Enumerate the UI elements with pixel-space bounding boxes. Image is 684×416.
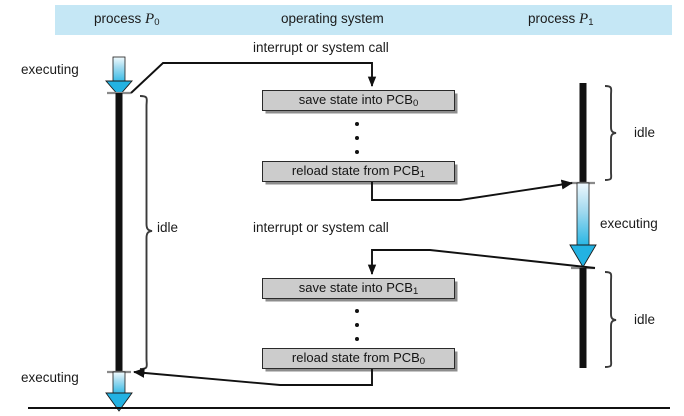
label-executing-p0-top: executing (21, 62, 79, 77)
connector-reload-pcb0-to-p0 (133, 367, 373, 386)
note-interrupt-or-system-call-1: interrupt or system call (253, 40, 389, 55)
p0-idle-brace (139, 95, 153, 370)
os-box-reload-state-pcb0: reload state from PCB0 (262, 348, 455, 369)
p0-executing-arrow-top (105, 56, 133, 97)
p1-timeline (569, 83, 617, 368)
os-box-label: save state into PCB0 (298, 92, 419, 109)
connector-reload-pcb1-to-p1 (371, 179, 573, 201)
label-idle-p1-second: idle (634, 312, 656, 327)
os-box-save-state-pcb1: save state into PCB1 (262, 278, 455, 299)
dot (355, 136, 359, 140)
label-idle-p0: idle (157, 220, 179, 235)
header-process-p1: process P1 (528, 11, 594, 28)
header-operating-system: operating system (281, 11, 384, 26)
connector-p0-to-save-pcb0 (130, 62, 377, 94)
dot (355, 309, 359, 313)
dot (355, 122, 359, 126)
note-interrupt-or-system-call-2: interrupt or system call (253, 220, 389, 235)
label-idle-p1-first: idle (634, 125, 656, 140)
label-executing-p0-bottom: executing (21, 370, 79, 385)
p0-timeline (105, 56, 153, 412)
os-box-save-state-pcb0: save state into PCB0 (262, 90, 455, 111)
p1-executing-arrow (569, 182, 597, 268)
p1-idle-bar-first (579, 83, 587, 183)
os-box-label: reload state from PCB0 (291, 350, 426, 367)
p0-idle-bar (115, 93, 123, 372)
connector-p1-to-save-pcb1 (367, 249, 596, 276)
dot (355, 323, 359, 327)
os-box-label: reload state from PCB1 (291, 163, 426, 180)
os-box-label: save state into PCB1 (298, 280, 419, 297)
header-process-p0: process P0 (94, 11, 160, 28)
dot (355, 150, 359, 154)
vertical-ellipsis-2 (352, 309, 362, 341)
label-executing-p1: executing (600, 216, 658, 231)
p1-idle-brace-first (604, 85, 617, 181)
vertical-ellipsis-1 (352, 122, 362, 154)
p1-idle-bar-second (579, 268, 587, 368)
p0-executing-arrow-bottom (105, 371, 133, 412)
header-band (55, 5, 672, 35)
os-box-reload-state-pcb1: reload state from PCB1 (262, 161, 455, 182)
p1-idle-brace-second (604, 271, 617, 368)
dot (355, 337, 359, 341)
